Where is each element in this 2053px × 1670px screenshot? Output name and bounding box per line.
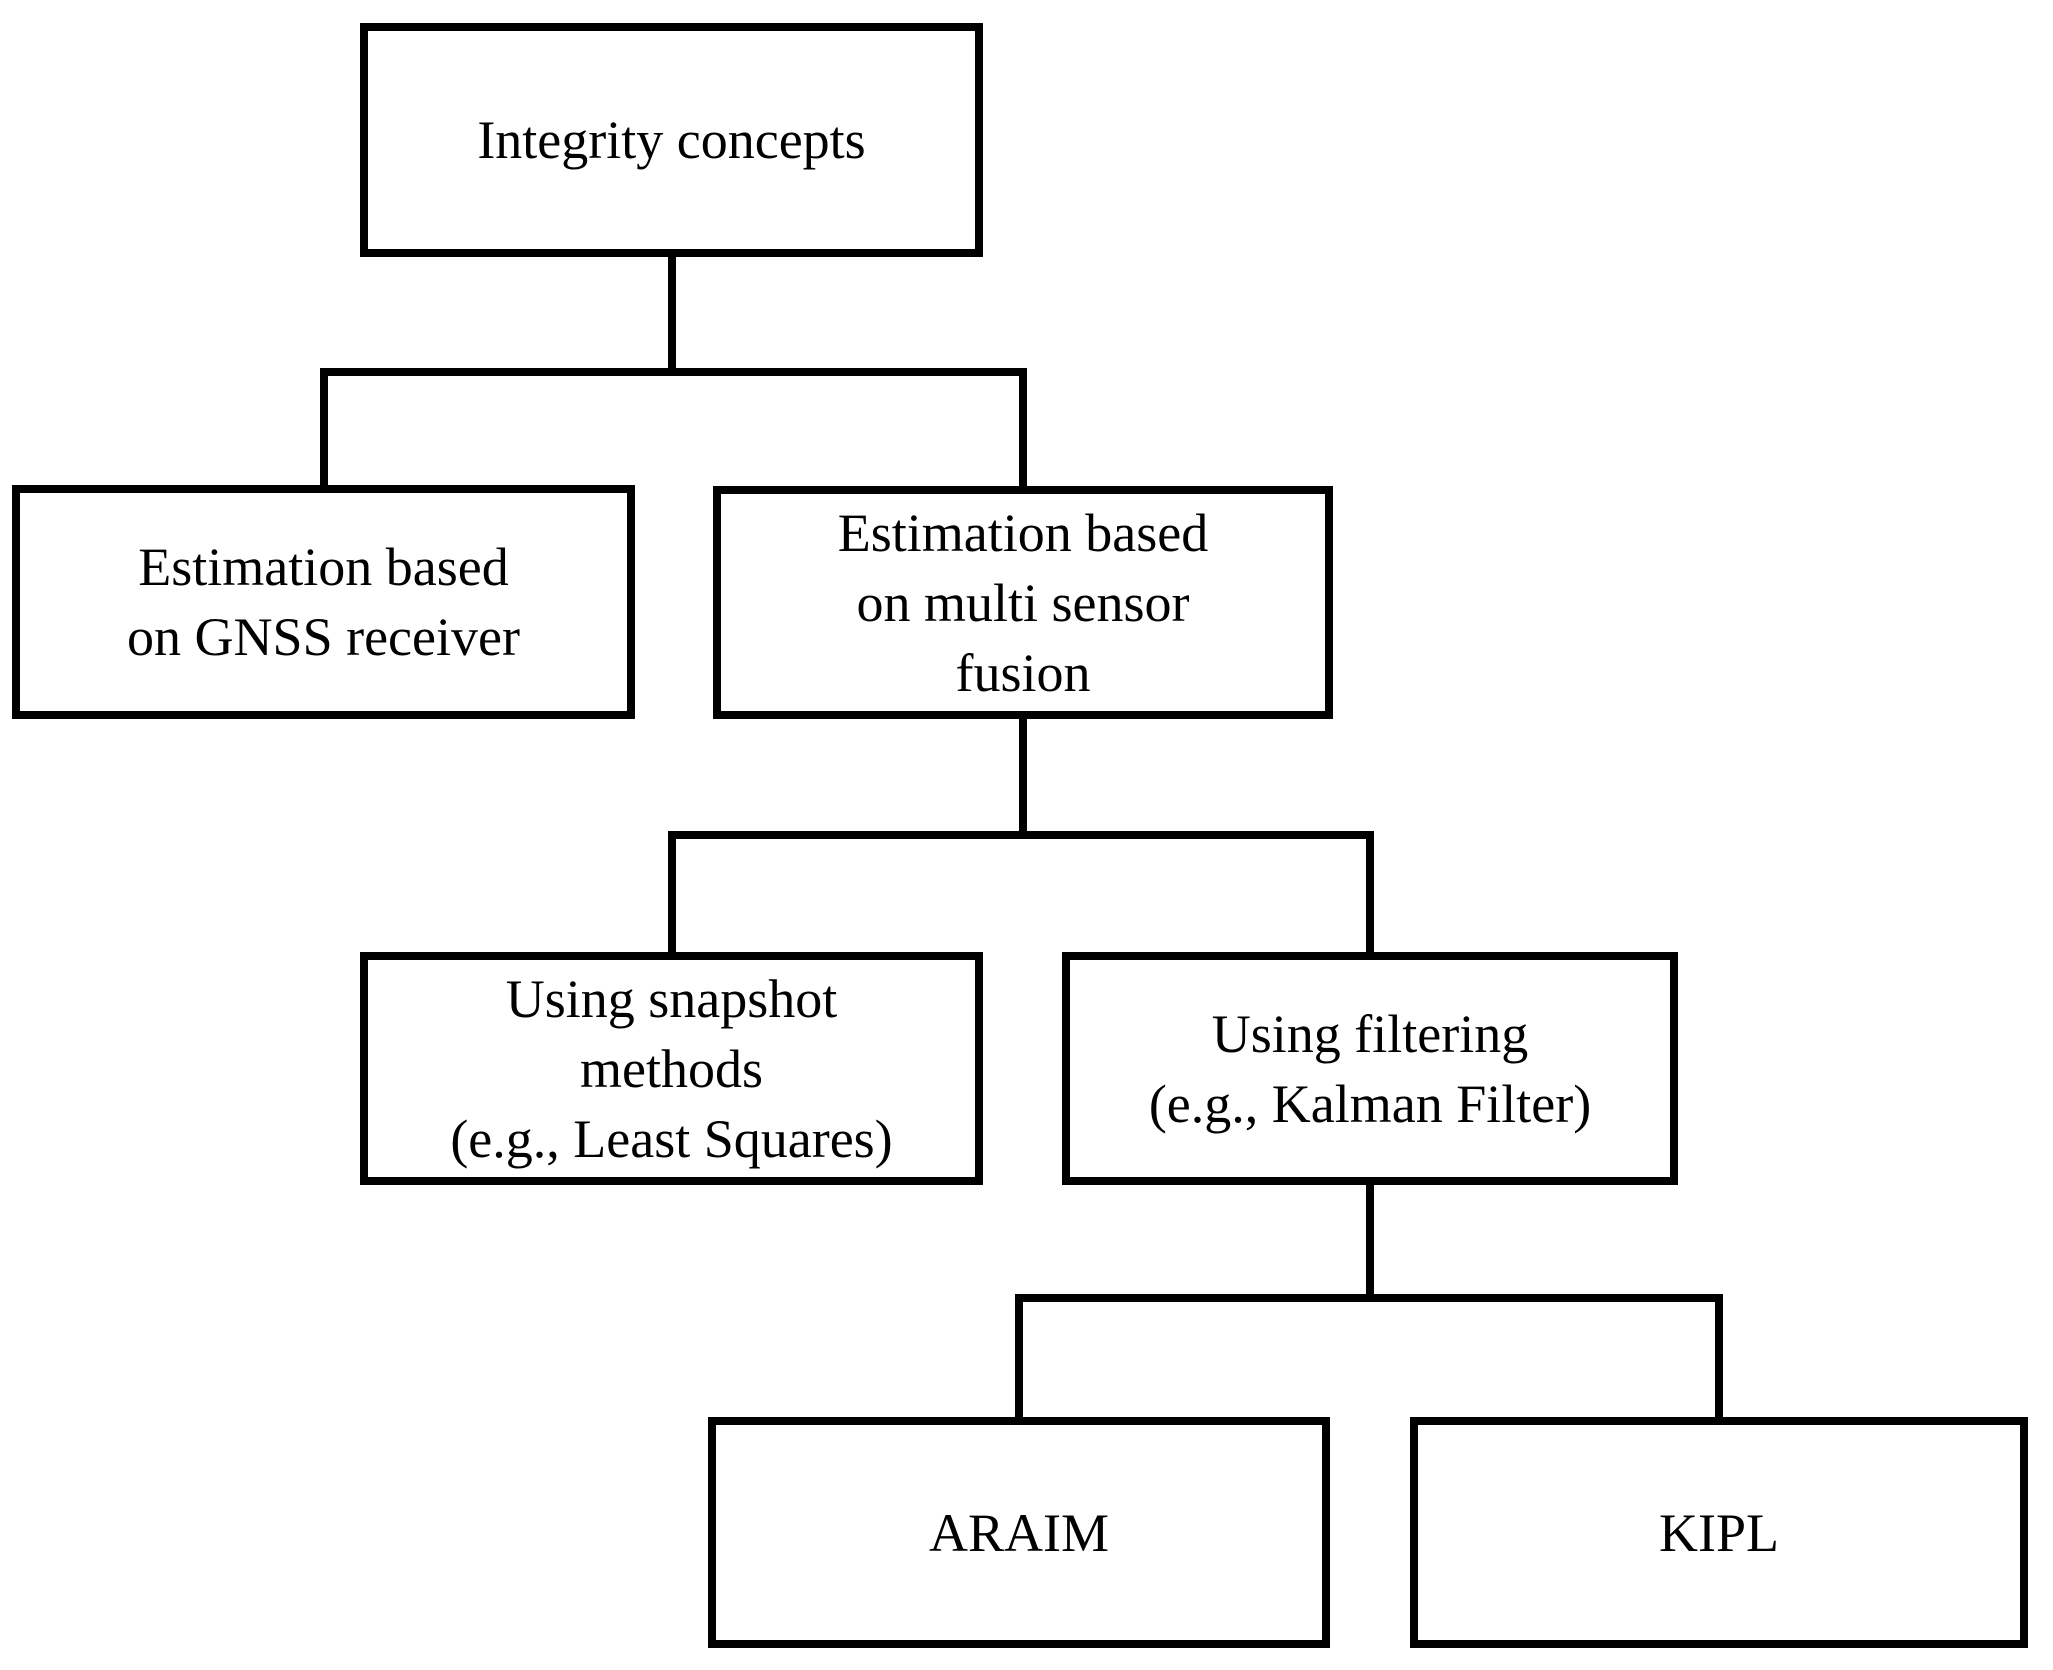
connector-drop-snapshot xyxy=(668,835,676,954)
connector-root-stem xyxy=(668,257,676,376)
connector-drop-multi-sensor xyxy=(1019,372,1027,488)
connector-multi-sensor-stem xyxy=(1019,719,1027,839)
connector-drop-filtering xyxy=(1366,835,1374,954)
node-araim: ARAIM xyxy=(708,1417,1330,1648)
node-label: Using filtering xyxy=(1211,1003,1529,1064)
node-estimation-multi-sensor: Estimation based on multi sensor fusion xyxy=(713,486,1333,719)
node-using-filtering: Using filtering (e.g., Kalman Filter) xyxy=(1062,952,1678,1185)
connector-drop-kipl xyxy=(1715,1298,1723,1419)
node-using-snapshot-methods: Using snapshot methods (e.g., Least Squa… xyxy=(360,952,983,1185)
connector-filtering-stem xyxy=(1366,1185,1374,1302)
node-label: on GNSS receiver xyxy=(127,607,520,667)
node-label: ARAIM xyxy=(928,1502,1109,1563)
node-label: on multi sensor xyxy=(856,572,1190,633)
connector-drop-gnss xyxy=(320,372,328,487)
node-label: Estimation based xyxy=(138,537,509,597)
node-kipl: KIPL xyxy=(1410,1417,2028,1648)
node-label: Estimation based xyxy=(837,502,1209,563)
connector-drop-araim xyxy=(1015,1298,1023,1419)
connector-level2-branch xyxy=(668,831,1374,839)
node-label: methods xyxy=(580,1038,763,1099)
node-label: (e.g., Kalman Filter) xyxy=(1148,1073,1592,1134)
connector-level1-branch xyxy=(320,368,1027,376)
node-label: (e.g., Least Squares) xyxy=(450,1108,893,1169)
node-label: KIPL xyxy=(1659,1502,1779,1563)
connector-level3-branch xyxy=(1015,1294,1723,1302)
node-label: Using snapshot xyxy=(505,968,838,1029)
node-integrity-concepts: Integrity concepts xyxy=(360,23,983,257)
node-label: fusion xyxy=(955,642,1091,703)
node-label: Integrity concepts xyxy=(477,110,866,170)
node-estimation-gnss-receiver: Estimation based on GNSS receiver xyxy=(12,485,635,719)
